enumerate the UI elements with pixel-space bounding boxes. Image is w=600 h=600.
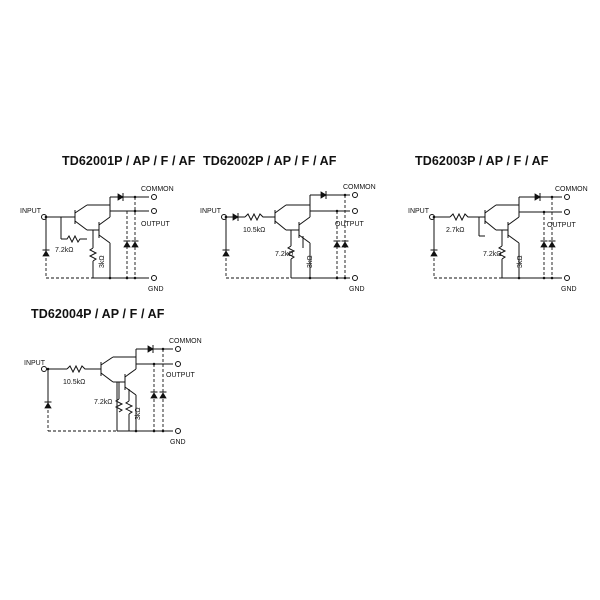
resistor-be-label: 7.2kΩ [483,251,501,258]
schematic-title: TD62001P / AP / F / AF [62,154,196,168]
flyback-diode-icon [534,193,541,201]
resistor-be-label: 7.2kΩ [275,251,293,258]
resistor-base-label: 10.5kΩ [243,227,265,234]
schematic-title: TD62002P / AP / F / AF [203,154,337,168]
resistor-base [449,212,485,222]
common-terminal [175,346,181,352]
resistor-e-label: 3kΩ [135,407,142,420]
resistor-e [88,247,98,262]
input-label: INPUT [24,360,46,367]
input-label: INPUT [200,208,222,215]
clamp-diode-icon [42,250,50,257]
resistor-be [286,245,296,260]
gnd-terminal [151,275,157,281]
resistor-e-label: 3kΩ [99,255,106,268]
resistor-be [61,234,87,244]
output-label: OUTPUT [166,372,196,379]
resistor-be [114,398,124,413]
clamp-diode-icon [222,250,230,257]
clamp-diode-icon [44,402,52,409]
resistor-be-label: 7.2kΩ [55,247,73,254]
gnd-terminal [352,275,358,281]
resistor-base-label: 10.5kΩ [63,379,85,386]
common-label: COMMON [169,338,202,345]
output-label: OUTPUT [335,221,365,228]
circuit-schematic: INPUT 2.7kΩ 7.2kΩ 3kΩ [408,186,588,293]
common-label: COMMON [343,184,376,191]
output-terminal [151,208,157,214]
input-label: INPUT [408,208,430,215]
output-label: OUTPUT [547,222,577,229]
circuit-schematic: INPUT 10.5kΩ 7.2kΩ 3kΩ [200,184,376,293]
flyback-diode-icon [147,345,154,353]
output-terminal [352,208,358,214]
resistor-be [497,245,507,260]
flyback-diode-icon [117,193,124,201]
gnd-terminal [564,275,570,281]
resistor-base [66,364,101,374]
gnd-label: GND [148,286,164,293]
resistor-base-label: 2.7kΩ [446,227,464,234]
output-terminal [175,361,181,367]
gnd-label: GND [349,286,365,293]
common-label: COMMON [555,186,588,193]
input-terminal [41,366,47,372]
resistor-e [124,400,134,415]
resistor-be-label: 7.2kΩ [94,399,112,406]
circuit-schematic: INPUT 10.5kΩ 7.2kΩ 3kΩ [24,338,202,446]
input-label: INPUT [20,208,42,215]
output-label: OUTPUT [141,221,171,228]
schematic-panel-td62002: TD62002P / AP / F / AF INPUT 10.5kΩ 7.2k… [197,150,377,300]
gnd-label: GND [170,439,186,446]
resistor-base [244,212,275,222]
common-terminal [151,194,157,200]
gnd-label: GND [561,286,577,293]
flyback-diode-icon [320,191,327,199]
clamp-diode-icon [430,250,438,257]
resistor-e-label: 3kΩ [517,255,524,268]
output-terminal [564,209,570,215]
schematic-panel-td62004: TD62004P / AP / F / AF INPUT 10.5kΩ 7.2k… [17,305,207,455]
zener-diode-icon [232,213,239,221]
common-label: COMMON [141,186,174,193]
schematic-panel-td62001: TD62001P / AP / F / AF INPUT 7.2kΩ 3kΩ [17,150,195,300]
schematic-title: TD62003P / AP / F / AF [415,154,549,168]
schematic-title: TD62004P / AP / F / AF [31,307,165,321]
gnd-terminal [175,428,181,434]
common-terminal [564,194,570,200]
schematic-panel-td62003: TD62003P / AP / F / AF INPUT 2.7kΩ 7.2kΩ… [405,150,595,300]
circuit-schematic: INPUT 7.2kΩ 3kΩ CO [20,186,174,293]
common-terminal [352,192,358,198]
